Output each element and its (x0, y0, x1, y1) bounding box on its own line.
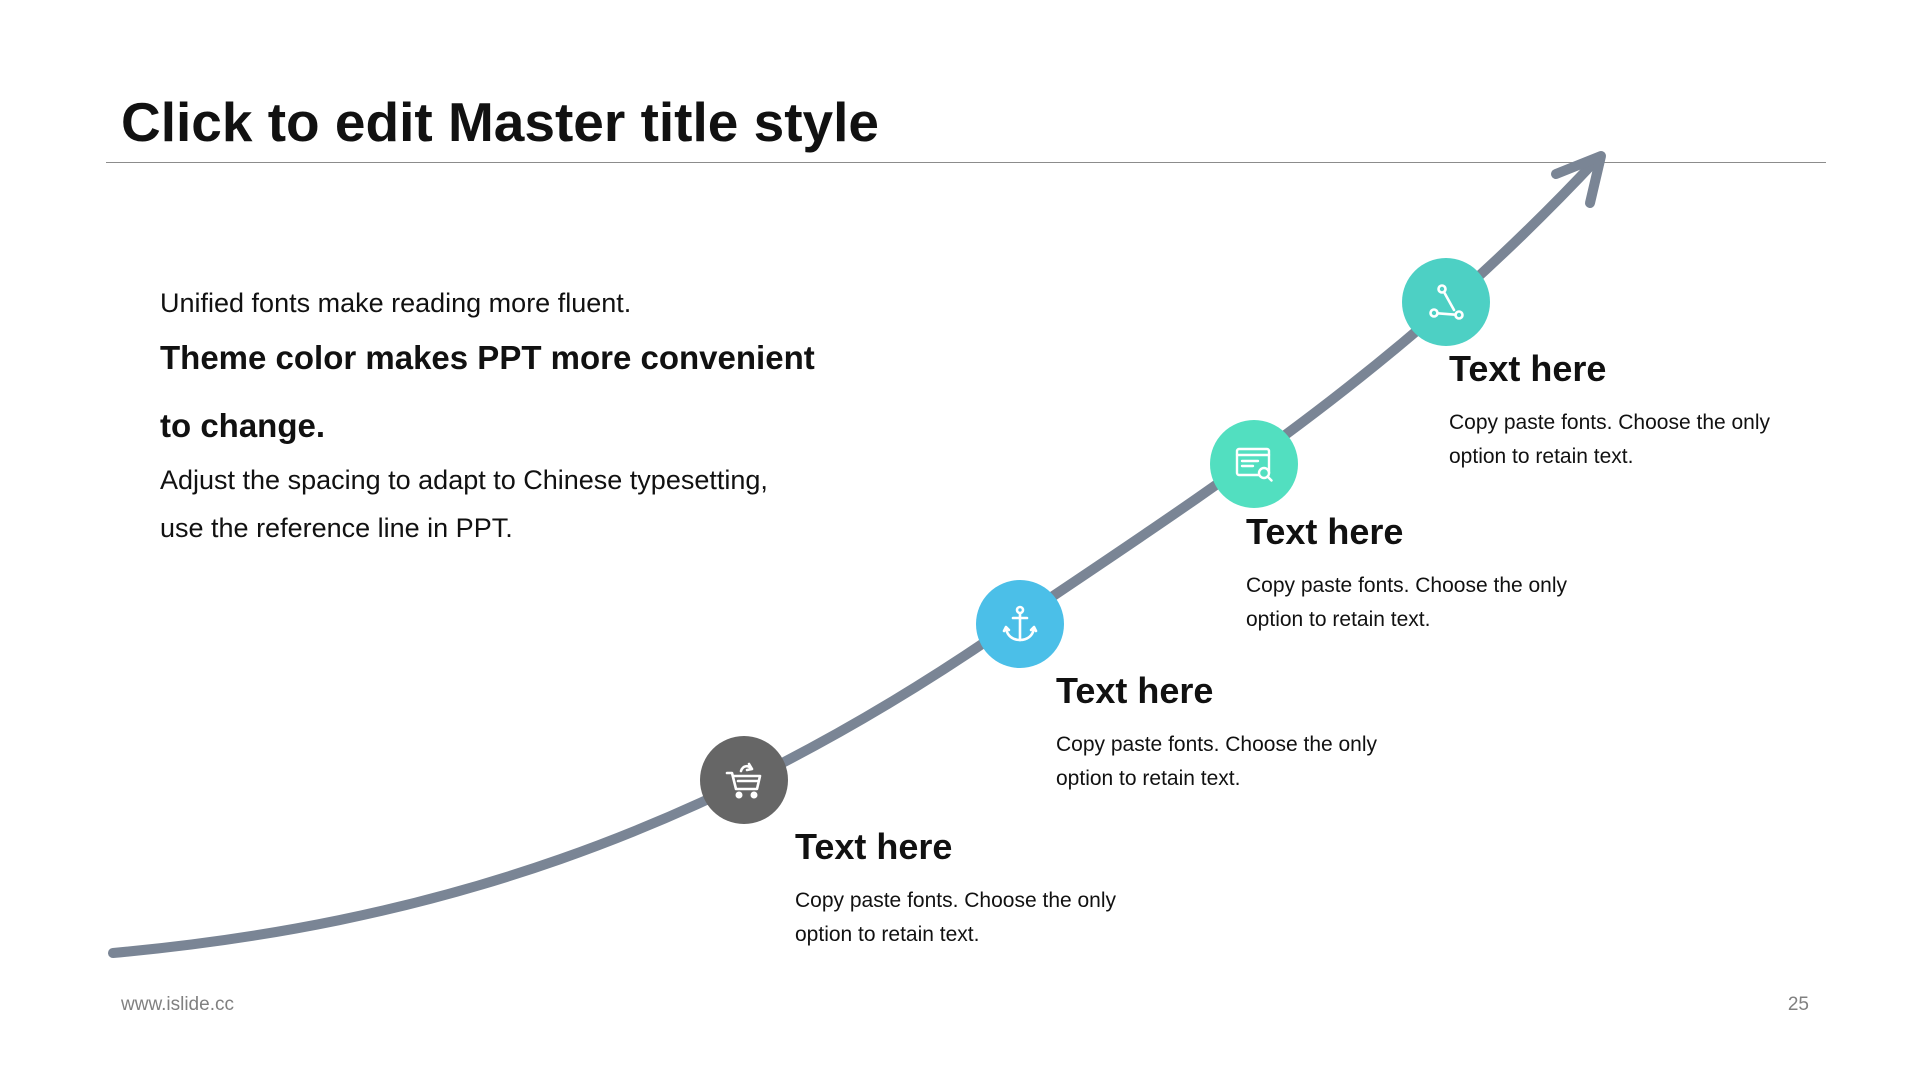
share-icon (1429, 284, 1464, 320)
intro-line-4: use the reference line in PPT. (160, 513, 513, 543)
step-4-desc-line-2: option to retain text. (1449, 445, 1634, 468)
arrow-head (1551, 151, 1606, 208)
title-divider (106, 162, 1826, 163)
step-1-node (700, 736, 788, 824)
intro-text-block: Unified fonts make reading more fluent. … (160, 285, 880, 553)
step-4-node (1402, 258, 1490, 346)
step-1-title: Text here (795, 826, 953, 867)
intro-bold-line-2: to change. (160, 407, 326, 444)
step-2-desc-line-2: option to retain text. (1056, 767, 1241, 790)
intro-line-1: Unified fonts make reading more fluent. (160, 288, 632, 318)
step-2-node (976, 580, 1064, 668)
step-3-desc-line-2: option to retain text. (1246, 608, 1431, 631)
page-number: 25 (1787, 994, 1809, 1015)
cart-icon (725, 762, 762, 799)
step-1-desc-line-1: Copy paste fonts. Choose the only (795, 889, 1117, 912)
footer-website: www.islide.cc (121, 994, 234, 1015)
step-2-title: Text here (1056, 670, 1214, 711)
step-2-desc-line-1: Copy paste fonts. Choose the only (1056, 733, 1378, 756)
anchor-icon (1002, 605, 1038, 642)
step-3-node (1210, 420, 1298, 508)
step-4-desc-line-1: Copy paste fonts. Choose the only (1449, 411, 1771, 434)
step-1-description: Copy paste fonts. Choose the only option… (795, 884, 1155, 952)
intro-bold-line-1: Theme color makes PPT more convenient (160, 339, 815, 376)
step-4-description: Copy paste fonts. Choose the only option… (1449, 406, 1809, 474)
step-3-description: Copy paste fonts. Choose the only option… (1246, 569, 1606, 637)
step-3-title: Text here (1246, 511, 1404, 552)
step-3-desc-line-1: Copy paste fonts. Choose the only (1246, 574, 1568, 597)
step-1-desc-line-2: option to retain text. (795, 923, 980, 946)
browser-search-icon (1235, 447, 1273, 482)
slide-title: Click to edit Master title style (121, 91, 879, 153)
step-2-description: Copy paste fonts. Choose the only option… (1056, 728, 1416, 796)
step-4-title: Text here (1449, 348, 1607, 389)
intro-line-3: Adjust the spacing to adapt to Chinese t… (160, 465, 768, 495)
